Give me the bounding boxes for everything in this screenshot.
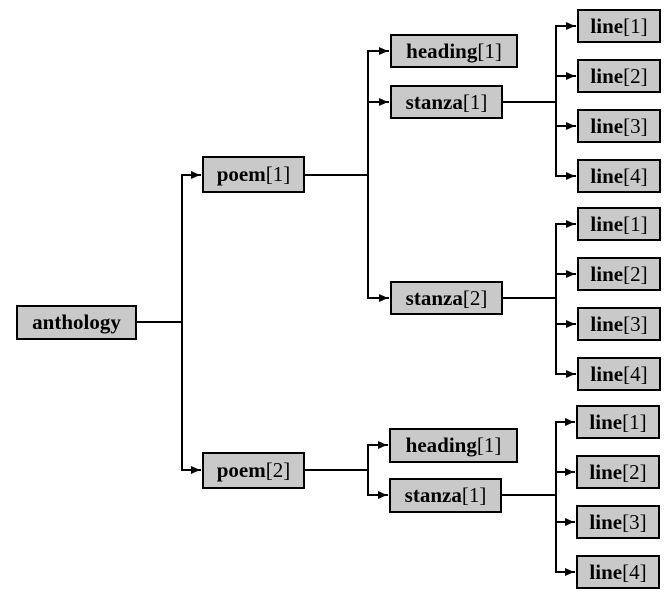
node-anthology: anthology [16,305,137,340]
node-index: [4] [622,559,647,584]
connector-p1s1-trunk [502,25,557,177]
node-poem1-stanza2-line3: line[3] [577,307,661,341]
connector-poem1-trunk [304,50,369,299]
node-index: [2] [265,458,291,482]
node-name: line [590,163,624,188]
node-index: [1] [622,409,647,434]
node-poem2-stanza1-line4: line[4] [576,555,660,589]
node-poem1-stanza1-line2: line[2] [577,59,661,93]
node-index: [1] [476,433,502,457]
node-name: line [590,13,624,38]
node-index: [1] [623,211,648,236]
node-index: [2] [462,285,488,310]
node-name: line [589,559,623,584]
node-index: [3] [623,311,648,336]
node-name: line [589,409,623,434]
node-index: [4] [623,163,648,188]
node-index: [4] [623,361,648,386]
node-index: [1] [623,13,648,38]
node-name: poem [216,458,266,482]
node-poem2-stanza1-line1: line[1] [576,405,660,439]
node-poem1: poem[1] [202,156,305,193]
node-poem1-stanza2-line4: line[4] [577,357,661,391]
node-poem2-stanza1: stanza[1] [389,478,502,513]
node-poem2-heading1: heading[1] [389,428,518,463]
connector-poem2-trunk [304,444,369,496]
node-index: [1] [461,483,487,507]
node-name: line [590,311,624,336]
connector-p2s1-trunk [501,421,557,573]
node-name: line [590,113,624,138]
node-index: [1] [265,162,291,186]
node-poem1-stanza2-line1: line[1] [577,207,661,241]
node-poem1-heading1: heading[1] [390,34,518,68]
node-index: [1] [462,89,488,114]
node-name: poem [216,162,266,186]
node-name: line [590,261,624,286]
node-poem1-stanza2-line2: line[2] [577,257,661,291]
node-name: line [590,211,624,236]
node-index: [3] [622,509,647,534]
node-name: heading [405,433,477,457]
node-name: line [589,509,623,534]
node-name: anthology [32,310,121,334]
connector-anthology-trunk [136,174,183,471]
node-name: stanza [405,89,463,114]
node-poem1-stanza1: stanza[1] [390,85,503,119]
node-name: line [589,459,623,484]
node-poem2: poem[2] [202,452,305,489]
node-index: [2] [623,63,648,88]
node-poem1-stanza1-line3: line[3] [577,109,661,143]
node-name: stanza [404,483,462,507]
node-index: [2] [623,261,648,286]
node-poem1-stanza1-line1: line[1] [577,9,661,43]
node-name: heading [406,38,478,63]
node-index: [1] [477,38,502,63]
connector-p1s2-trunk [502,223,557,375]
node-name: line [590,63,624,88]
node-index: [3] [623,113,648,138]
node-name: stanza [405,285,463,310]
node-poem1-stanza1-line4: line[4] [577,159,661,193]
node-poem2-stanza1-line3: line[3] [576,505,660,539]
node-poem2-stanza1-line2: line[2] [576,455,660,489]
node-name: line [590,361,624,386]
node-index: [2] [622,459,647,484]
node-poem1-stanza2: stanza[2] [390,281,503,315]
